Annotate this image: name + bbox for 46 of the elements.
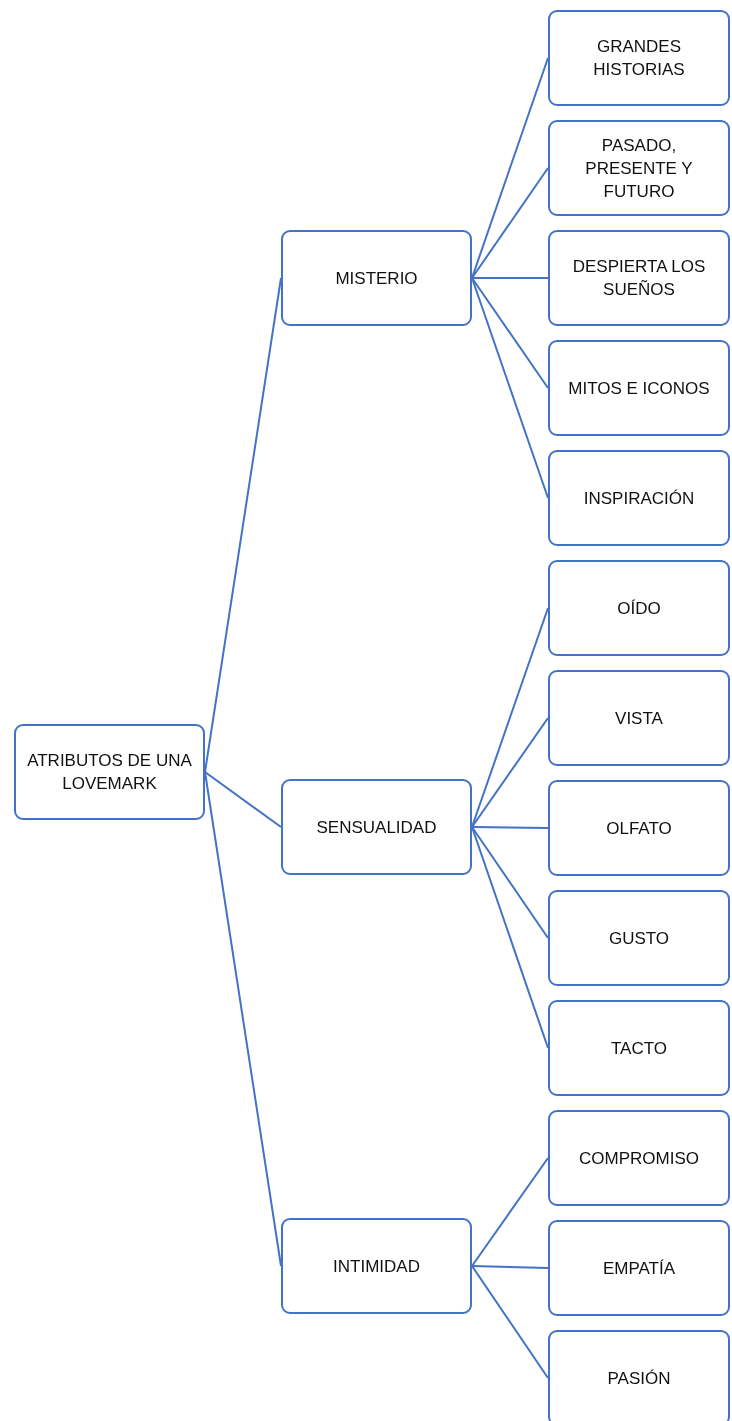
concept-box <box>14 724 205 820</box>
connector-line <box>471 826 549 829</box>
concept-box <box>548 10 730 106</box>
box-label: OÍDO <box>616 597 662 620</box>
concept-box <box>548 340 730 436</box>
connector-line <box>471 717 549 828</box>
concept-box <box>548 670 730 766</box>
box-label: GRANDES HISTORIAS <box>592 36 686 81</box>
concept-box <box>281 779 472 875</box>
box-label: DESPIERTA LOS SUEÑOS <box>571 256 707 301</box>
concept-box <box>281 230 472 326</box>
concept-box <box>548 450 730 546</box>
box-label: VISTA <box>614 707 664 730</box>
box-label: PASADO, PRESENTE Y FUTURO <box>584 134 694 203</box>
concept-box <box>548 120 730 216</box>
connector-line <box>471 277 549 279</box>
box-label: MISTERIO <box>334 267 419 290</box>
box-label: PASIÓN <box>606 1367 672 1390</box>
concept-box <box>281 1218 472 1314</box>
connector-line <box>204 771 282 828</box>
box-label: COMPROMISO <box>578 1147 700 1170</box>
concept-box <box>548 1000 730 1096</box>
concept-box <box>548 560 730 656</box>
connector-line <box>471 1265 549 1379</box>
box-label: INSPIRACIÓN <box>582 487 696 510</box>
connector-line <box>471 277 549 389</box>
connector-line <box>471 826 549 939</box>
connector-line <box>471 167 549 279</box>
connector-line <box>204 277 282 773</box>
box-label: MITOS E ICONOS <box>567 377 711 400</box>
connector-line <box>204 771 282 1267</box>
concept-box <box>548 780 730 876</box>
box-label: INTIMIDAD <box>332 1255 421 1278</box>
box-label: SENSUALIDAD <box>315 816 438 839</box>
box-label: TACTO <box>609 1037 668 1060</box>
concept-box <box>548 1330 730 1421</box>
concept-box <box>548 1110 730 1206</box>
connector-line <box>471 1265 549 1269</box>
box-label: OLFATO <box>605 817 673 840</box>
box-label: GUSTO <box>607 927 671 950</box>
concept-box <box>548 1220 730 1316</box>
box-label: ATRIBUTOS DE UNA LOVEMARK <box>26 750 193 795</box>
box-label: EMPATÍA <box>601 1257 677 1280</box>
concept-box <box>548 230 730 326</box>
connector-line <box>471 1157 549 1267</box>
concept-box <box>548 890 730 986</box>
